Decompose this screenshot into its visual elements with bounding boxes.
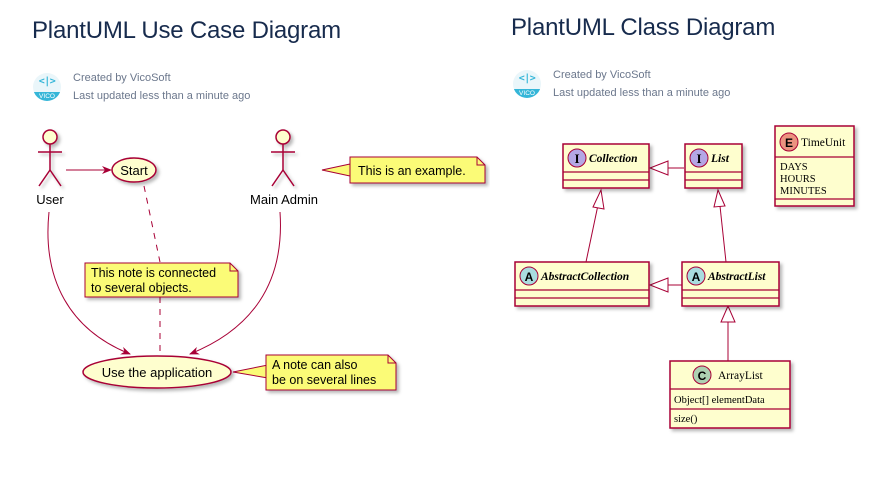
actor-label: User (36, 192, 64, 207)
class-arraylist[interactable]: C ArrayList Object[] elementData size() (669, 360, 791, 429)
code-brackets-icon: <|> (518, 73, 536, 84)
created-by: Created by VicoSoft (73, 72, 171, 84)
note-text: to several objects. (91, 281, 192, 295)
actor-user[interactable]: User (36, 129, 64, 207)
note-link-start (143, 185, 161, 263)
stick-figure-icon (38, 129, 62, 187)
class-abstractlist[interactable]: A AbstractList (681, 261, 780, 307)
enum-value: DAYS (780, 162, 808, 173)
usecase-page: PlantUML Use Case Diagram <|> VICO Creat… (32, 17, 486, 391)
avatar-label: VICO (513, 89, 541, 98)
interface-badge-icon: I (689, 148, 709, 168)
usecase-use-the-application[interactable]: Use the application (82, 355, 232, 389)
class-abstractcollection[interactable]: A AbstractCollection (514, 261, 650, 307)
note-multiline[interactable]: A note can also be on several lines (232, 354, 397, 391)
page-title: PlantUML Use Case Diagram (32, 17, 341, 44)
usecase-label: Start (120, 163, 148, 178)
stereotype-letter: I (574, 151, 579, 166)
enum-timeunit[interactable]: E TimeUnit DAYS HOURS MINUTES (774, 125, 855, 207)
relation-abstractlist-abstractcollection (648, 277, 682, 293)
page-title: PlantUML Class Diagram (511, 14, 776, 41)
vicosoft-avatar[interactable]: <|> VICO (33, 73, 61, 101)
stereotype-letter: I (696, 151, 701, 166)
actor-main-admin[interactable]: Main Admin (250, 129, 318, 207)
relation-arraylist-abstractlist (720, 304, 736, 361)
enum-value: HOURS (780, 174, 816, 185)
avatar-label: VICO (33, 92, 61, 101)
stick-figure-icon (271, 129, 295, 187)
class-collection[interactable]: I Collection (562, 143, 650, 189)
code-brackets-icon: <|> (38, 76, 56, 87)
class-name: ArrayList (718, 370, 764, 382)
stereotype-letter: A (525, 270, 534, 284)
class-name: List (710, 153, 730, 165)
enum-value: MINUTES (780, 186, 827, 197)
abstract-badge-icon: A (519, 266, 539, 286)
page-byline: <|> VICO Created by VicoSoft Last update… (33, 69, 250, 105)
class-list[interactable]: I List (684, 143, 743, 189)
page-meta: Created by VicoSoft Last updated less th… (553, 66, 730, 102)
note-example[interactable]: This is an example. (321, 156, 486, 184)
relation-abstractcollection-collection (585, 188, 605, 263)
note-text: be on several lines (272, 373, 376, 387)
page-byline: <|> VICO Created by VicoSoft Last update… (513, 66, 730, 102)
class-diagram: I Collection I List E TimeUnit DA (514, 125, 855, 429)
enum-badge-icon: E (779, 132, 799, 152)
vicosoft-avatar[interactable]: <|> VICO (513, 70, 541, 98)
usecase-label: Use the application (102, 365, 213, 380)
relation-user-use (47, 211, 131, 355)
stereotype-letter: C (698, 369, 707, 383)
stereotype-letter: A (692, 270, 701, 284)
relation-list-collection (648, 160, 684, 176)
class-name: TimeUnit (801, 137, 846, 149)
class-badge-icon: C (692, 365, 712, 385)
class-name: AbstractList (707, 271, 766, 283)
note-connected[interactable]: This note is connected to several object… (84, 262, 239, 298)
relation-admin-use (189, 211, 281, 355)
class-page: PlantUML Class Diagram <|> VICO Created … (490, 0, 871, 496)
note-text: This note is connected (91, 266, 216, 280)
note-text: A note can also (272, 358, 358, 372)
usecase-start[interactable]: Start (111, 157, 157, 183)
actor-label: Main Admin (250, 192, 318, 207)
interface-badge-icon: I (567, 148, 587, 168)
relation-abstractlist-list (713, 188, 727, 263)
abstract-badge-icon: A (686, 266, 706, 286)
stereotype-letter: E (785, 136, 793, 150)
last-updated: Last updated less than a minute ago (73, 90, 251, 102)
class-name: Collection (589, 153, 638, 165)
created-by: Created by VicoSoft (553, 69, 651, 81)
class-method: size() (674, 414, 698, 425)
usecase-diagram: User Main Admin Start Use the applicatio… (36, 129, 486, 391)
last-updated: Last updated less than a minute ago (553, 87, 731, 99)
page-meta: Created by VicoSoft Last updated less th… (73, 69, 250, 105)
class-field: Object[] elementData (674, 395, 765, 406)
note-text: This is an example. (358, 164, 466, 178)
class-name: AbstractCollection (540, 271, 629, 283)
